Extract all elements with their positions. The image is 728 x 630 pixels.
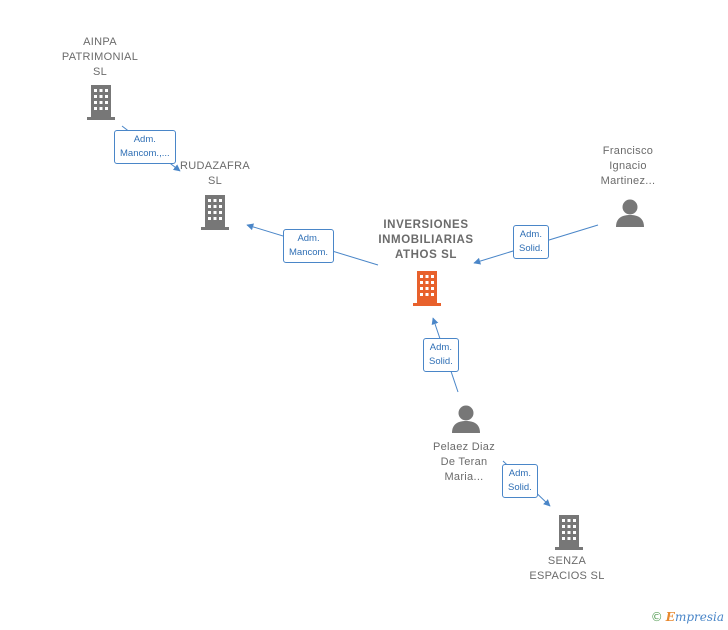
label-line: Francisco bbox=[602, 145, 654, 157]
node-label-rudazafra[interactable]: RUDAZAFRA SL bbox=[165, 159, 265, 189]
edge-label-main-rudazafra[interactable]: Adm. Mancom. bbox=[283, 229, 335, 263]
building-icon[interactable] bbox=[198, 194, 232, 230]
label-line: SENZA bbox=[547, 555, 587, 567]
label-line: SL bbox=[92, 66, 108, 78]
building-icon[interactable] bbox=[552, 514, 586, 550]
label-line: Martinez... bbox=[600, 175, 656, 187]
label-line: INVERSIONES bbox=[383, 219, 469, 231]
node-label-ainpa[interactable]: AINPA PATRIMONIAL SL bbox=[50, 35, 150, 80]
node-label-francisco[interactable]: Francisco Ignacio Martinez... bbox=[578, 144, 678, 189]
label-line: Pelaez Diaz bbox=[433, 441, 495, 453]
edge-label-line: Adm. bbox=[429, 342, 452, 353]
building-icon[interactable] bbox=[410, 270, 444, 306]
copyright-icon: © bbox=[650, 610, 663, 624]
edge-label-line: Solid. bbox=[508, 482, 532, 493]
label-line: Ignacio bbox=[609, 160, 647, 172]
label-line: Maria... bbox=[444, 471, 484, 483]
edge-label-line: Mancom.,... bbox=[120, 148, 170, 159]
building-icon[interactable] bbox=[84, 84, 118, 120]
label-line: De Teran bbox=[440, 456, 488, 468]
edge-label-line: Adm. bbox=[519, 229, 542, 240]
edge-label-ainpa-rudazafra[interactable]: Adm. Mancom.,... bbox=[114, 130, 176, 164]
edge-label-pelaez-senza[interactable]: Adm. Solid. bbox=[502, 464, 538, 498]
person-icon[interactable] bbox=[450, 404, 482, 434]
brand-initial: E bbox=[665, 610, 675, 624]
edge-label-pelaez-main[interactable]: Adm. Solid. bbox=[423, 338, 459, 372]
node-label-main[interactable]: INVERSIONES INMOBILIARIAS ATHOS SL bbox=[361, 218, 491, 263]
label-line: ATHOS SL bbox=[394, 249, 458, 261]
label-line: RUDAZAFRA bbox=[180, 160, 250, 172]
label-line: ESPACIOS SL bbox=[529, 570, 605, 582]
edge-label-line: Adm. bbox=[297, 233, 320, 244]
edge-label-line: Solid. bbox=[429, 356, 453, 367]
label-line: AINPA bbox=[83, 36, 117, 48]
person-icon[interactable] bbox=[614, 198, 646, 228]
edge-label-line: Mancom. bbox=[289, 247, 329, 258]
edge-label-line: Solid. bbox=[519, 243, 543, 254]
label-line: PATRIMONIAL bbox=[61, 51, 139, 63]
label-line: INMOBILIARIAS bbox=[378, 234, 474, 246]
edge-label-line: Adm. bbox=[508, 468, 531, 479]
node-label-senza[interactable]: SENZA ESPACIOS SL bbox=[517, 554, 617, 584]
empresia-logo: ©Empresia bbox=[651, 610, 724, 624]
edge-label-francisco-main[interactable]: Adm. Solid. bbox=[513, 225, 549, 259]
edge-label-line: Adm. bbox=[133, 134, 156, 145]
brand-name: mpresia bbox=[674, 610, 724, 624]
label-line: SL bbox=[207, 175, 223, 187]
node-label-pelaez[interactable]: Pelaez Diaz De Teran Maria... bbox=[414, 440, 514, 485]
